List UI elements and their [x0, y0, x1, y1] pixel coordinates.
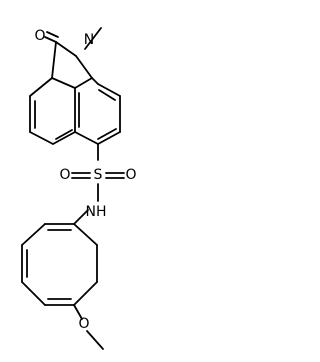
bond-o-methyl [86, 330, 104, 350]
bond-nh-aryl [73, 209, 89, 225]
bond-c5-c5a [52, 131, 76, 145]
atom-methoxy-oxygen: O [78, 316, 89, 332]
bond-aryl-2 [21, 223, 46, 246]
atom-sulfonyl-oxygen-left: O [59, 167, 70, 183]
bond-c2a-c8a [51, 77, 76, 89]
molecule-svg: O N S O O NH O [21, 27, 137, 350]
bond-aryl-8 [73, 223, 98, 246]
bond-c8-c8b-side [97, 83, 121, 97]
bond-aryl-o [73, 304, 83, 320]
atom-sulfonyl-oxygen-right: O [125, 167, 136, 183]
atom-carbonyl-oxygen: O [34, 28, 45, 44]
bond-n1-methyl [84, 27, 102, 50]
atom-ring-nitrogen: N [84, 32, 94, 48]
bond-c5a-c6 [74, 131, 99, 145]
atom-sulfur: S [94, 167, 103, 183]
bond-n1-c8b [75, 55, 93, 79]
double-bond-inner-bottom-left [55, 129, 73, 140]
bond-aryl-4 [21, 281, 46, 306]
structure-diagram: O N S O O NH O [0, 0, 155, 362]
bond-c2-n1 [55, 41, 77, 57]
atom-sulfonamide-nh: NH [86, 204, 107, 220]
bond-aryl-6 [73, 281, 98, 306]
bond-c2-c2a [51, 41, 57, 79]
bond-c2a-c3 [29, 77, 53, 97]
bond-c6-c7 [97, 131, 121, 145]
bond-c4-c5 [29, 131, 54, 145]
bond-ring-join [91, 77, 99, 85]
double-bond-inner-right [98, 89, 116, 101]
double-bond-inner-bottom-right [97, 128, 117, 140]
bond-c2-o-a [44, 36, 57, 43]
bond-c2-o-b [46, 31, 59, 38]
bond-c8b-c8a [74, 77, 93, 89]
